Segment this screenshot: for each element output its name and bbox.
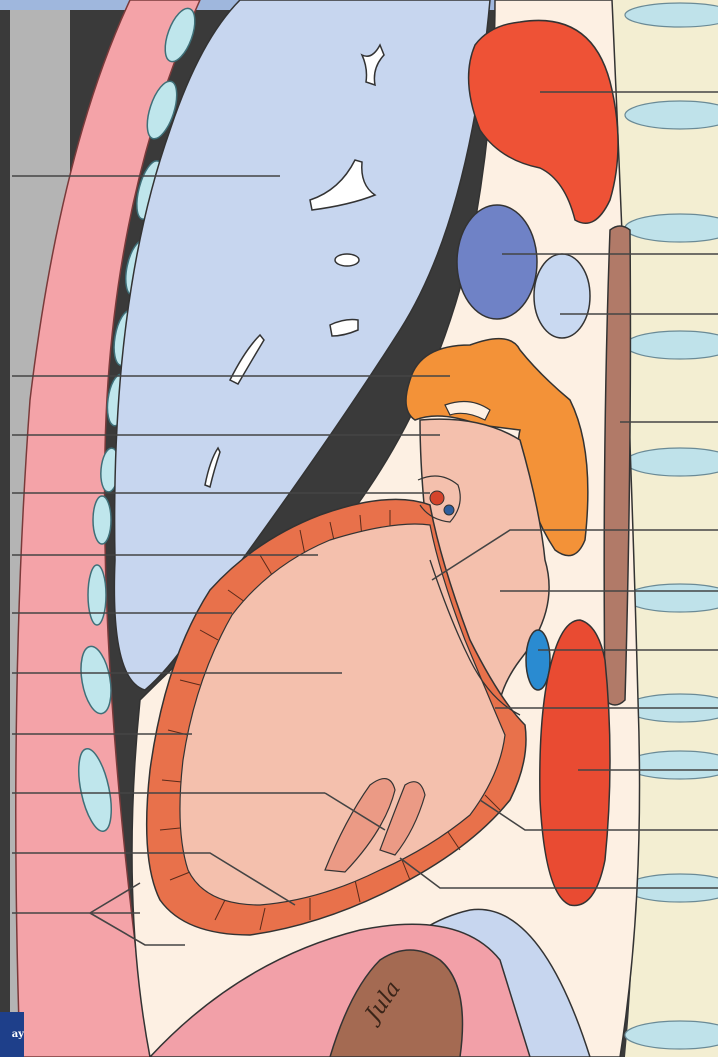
pulmonary-vein-dark: [457, 205, 537, 319]
disc: [625, 1021, 718, 1049]
disc: [625, 101, 718, 129]
rib: [93, 496, 111, 544]
publisher-badge: ay: [0, 1012, 24, 1057]
rib: [88, 565, 106, 625]
bronchus: [335, 254, 359, 266]
disc: [625, 584, 718, 612]
pulmonary-vein-light: [534, 254, 590, 338]
disc: [625, 331, 718, 359]
coronary-artery: [430, 491, 444, 505]
publisher-badge-text: ay: [12, 1029, 24, 1040]
disc: [625, 214, 718, 242]
esophagus: [604, 226, 630, 705]
disc: [625, 3, 718, 27]
coronary-vein: [444, 505, 454, 515]
disc: [625, 448, 718, 476]
